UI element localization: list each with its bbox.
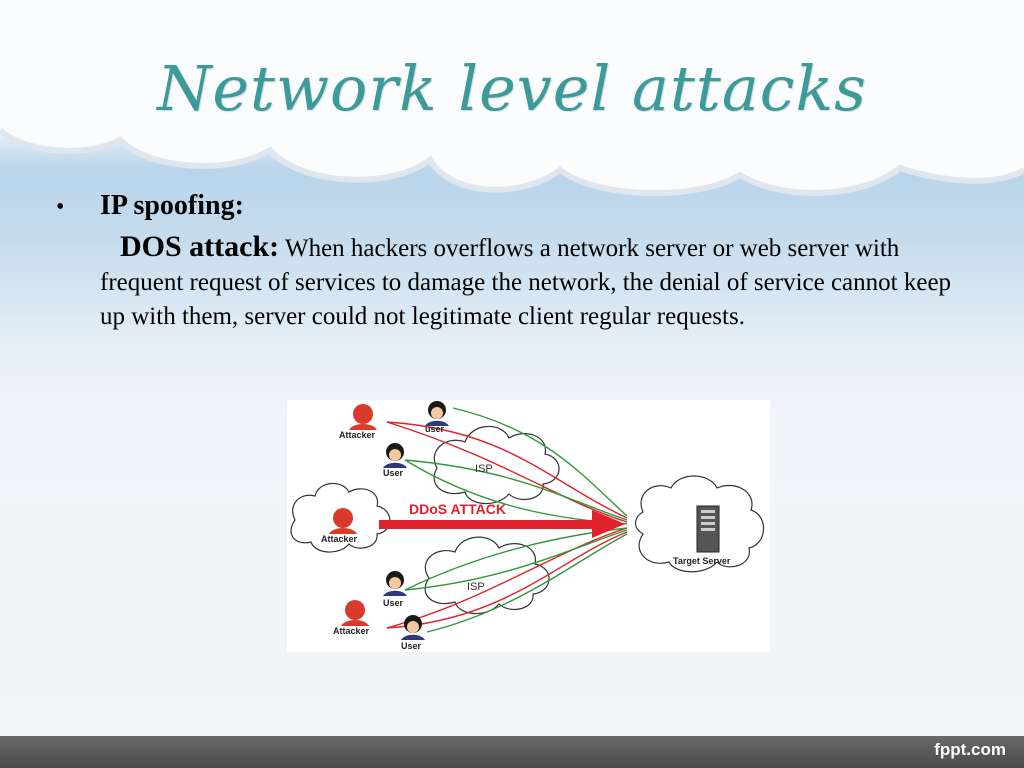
bullet-item: • IP spoofing: [56,190,976,222]
dos-label: DOS attack: [120,230,280,263]
isp-label-bottom: ISP [467,581,485,593]
user-label-bottom1: User [383,598,404,608]
user-icon-bottom1 [383,571,407,596]
attacker-label-bottom: Attacker [333,626,370,636]
isp-label-top: ISP [475,463,493,475]
slide-title: Network level attacks [157,52,867,125]
bullet-heading: IP spoofing: [100,190,244,221]
footer-bar: fppt.com [0,736,1024,768]
user-icon-bottom2 [401,615,425,640]
dos-paragraph: DOS attack: When hackers overflows a net… [100,230,976,334]
attacker-icon-mid [329,508,357,534]
target-server-label: Target Server [673,556,731,566]
ddos-diagram: DDoS ATTACK Attacker user User ISP Attac… [287,400,770,652]
ddos-arrow [379,510,625,538]
slide-body: • IP spoofing: DOS attack: When hackers … [56,190,976,334]
dos-text: When hackers overflows a network server … [100,235,952,330]
user-label-bottom2: User [401,641,422,651]
user-icon-mid [383,443,407,468]
server-icon [696,505,720,553]
attacker-label-mid: Attacker [321,534,358,544]
cloud-banner [0,0,1024,197]
ddos-diagram-svg: DDoS ATTACK Attacker user User ISP Attac… [290,401,765,651]
footer-brand: fppt.com [934,740,1006,759]
user-icon-top [425,401,449,426]
ddos-label: DDoS ATTACK [409,501,506,517]
bullet-marker: • [56,194,65,220]
user-label-top: user [425,424,445,434]
attacker-icon-bottom [341,600,369,626]
attacker-label-top: Attacker [339,430,376,440]
isp-cloud-bottom [424,536,550,615]
attacker-icon-top [349,404,377,430]
user-label-mid: User [383,468,404,478]
